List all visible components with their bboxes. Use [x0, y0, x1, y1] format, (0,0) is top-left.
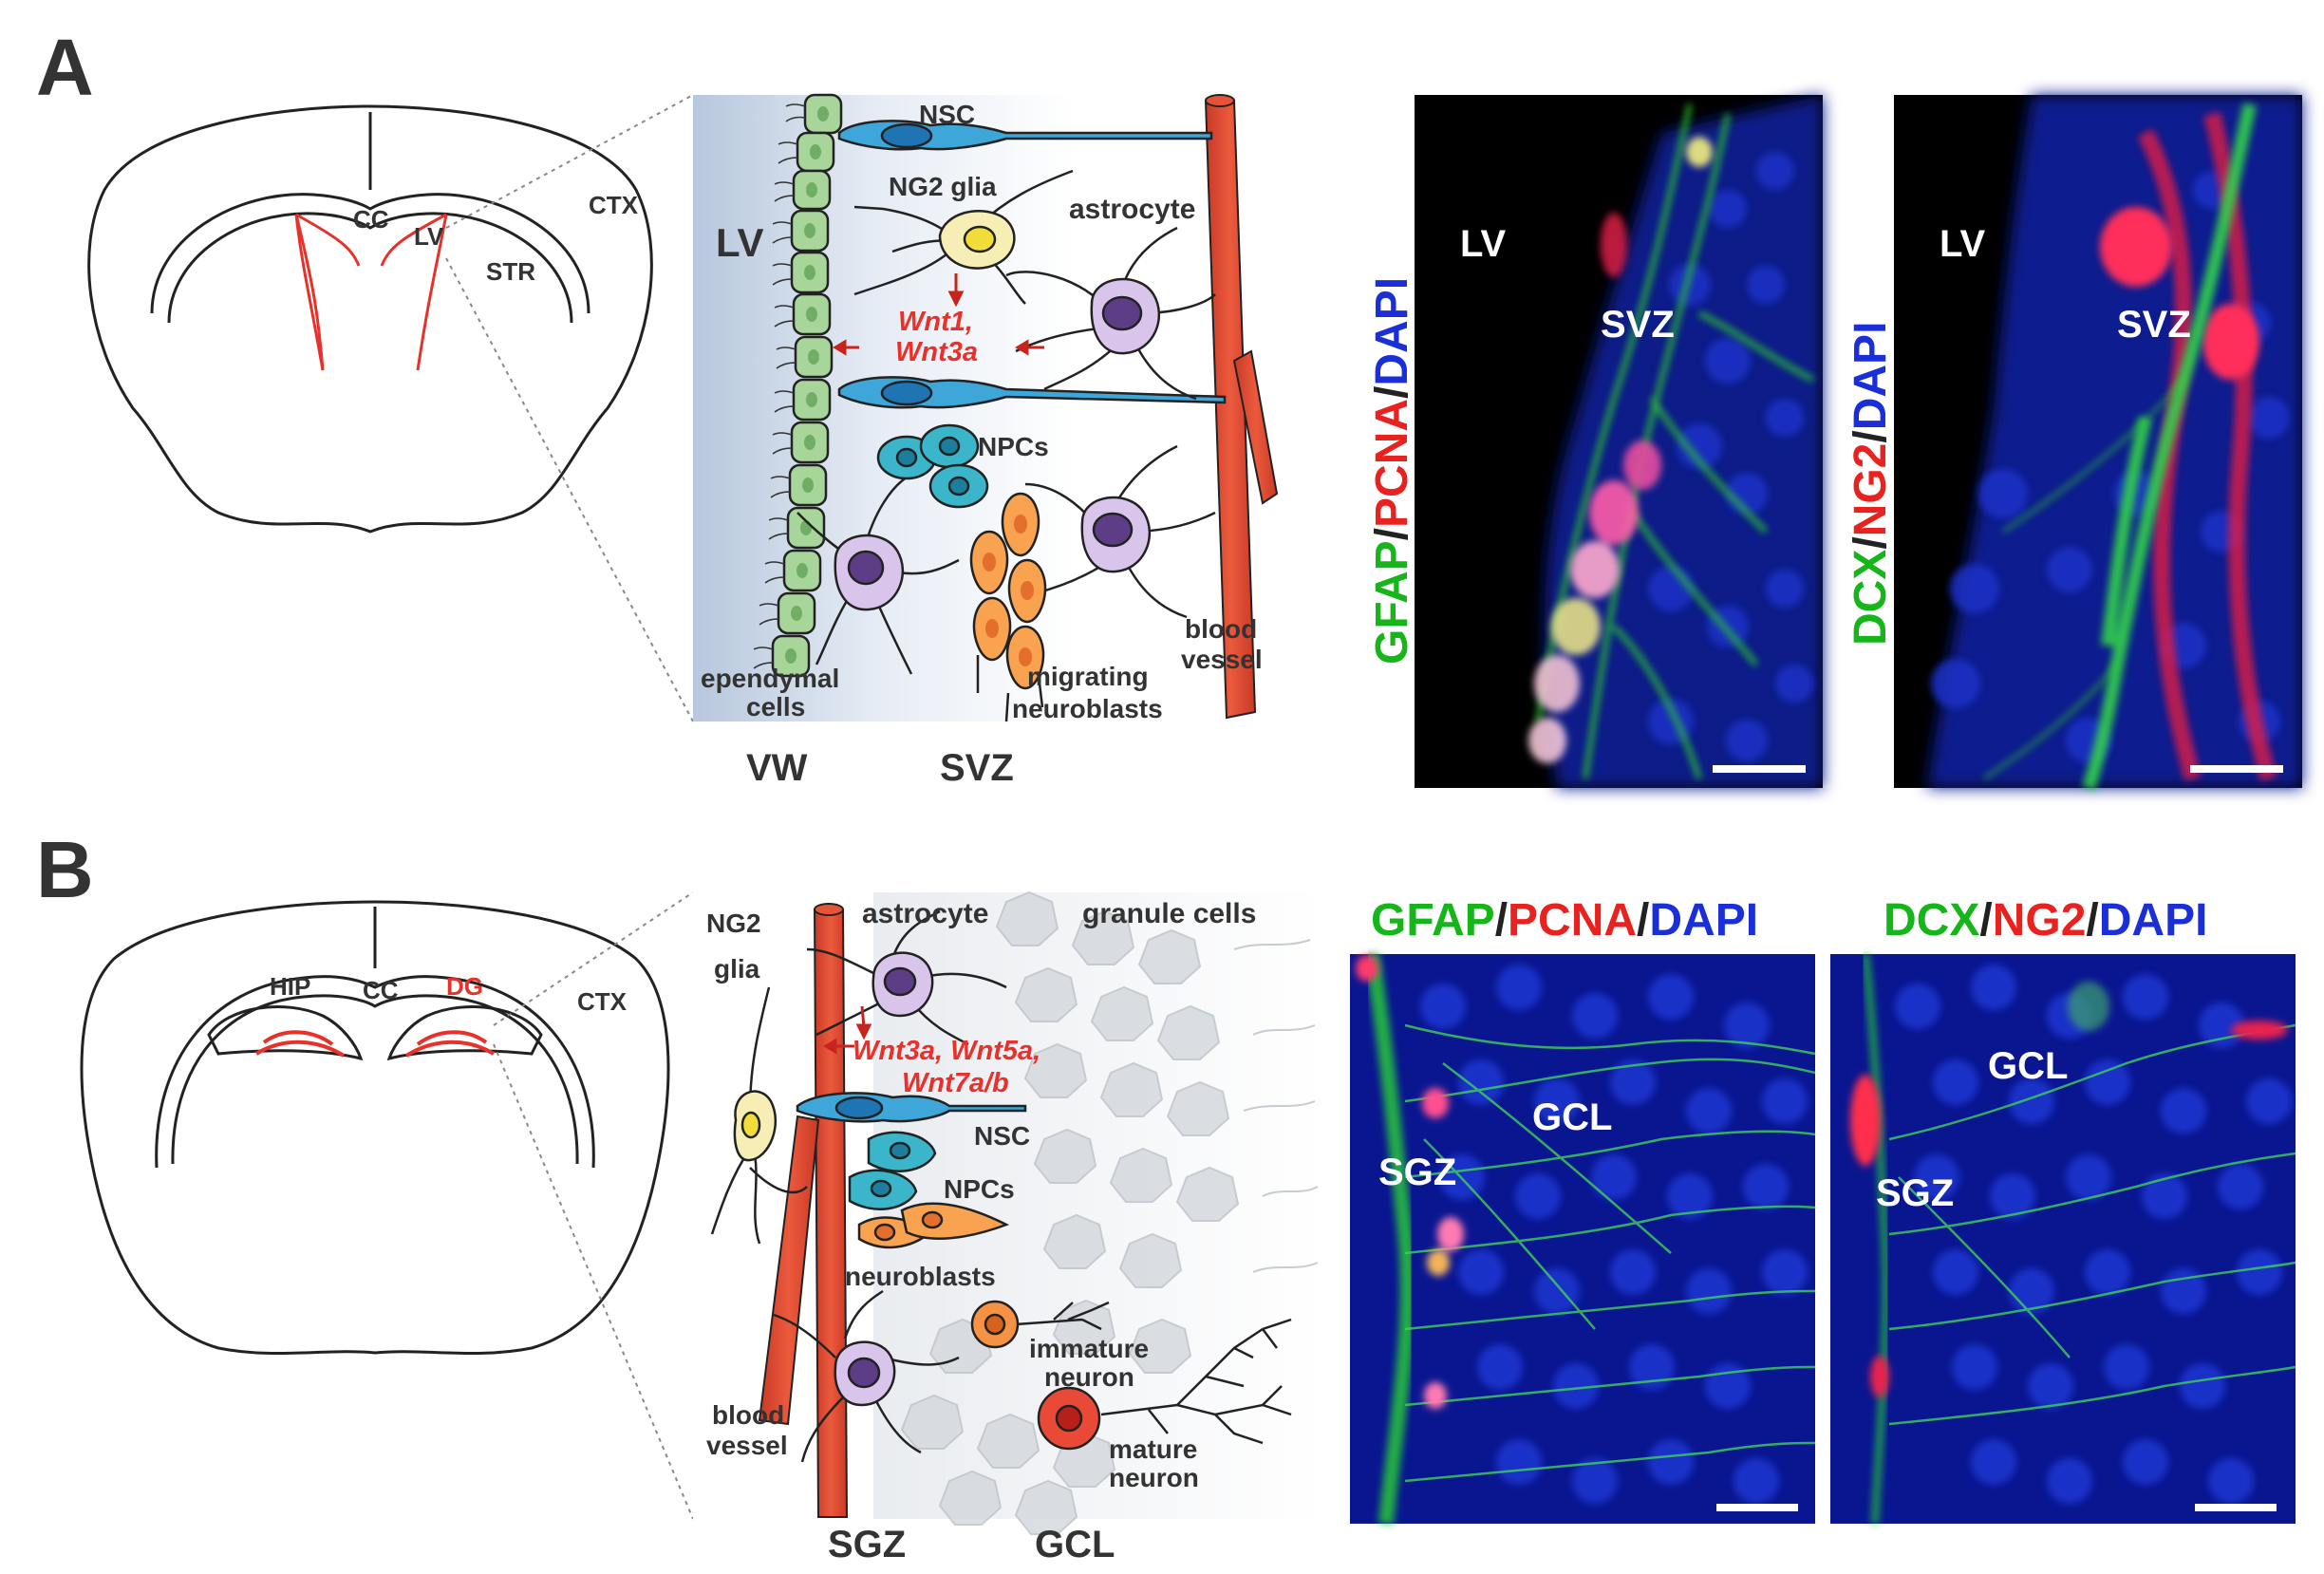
- scale-bar-a2: [2190, 765, 2283, 773]
- brain-b-hip-label: HIP: [270, 972, 310, 1001]
- zoom-lines-a: [445, 94, 694, 722]
- stain-slash: /: [1979, 895, 1992, 946]
- wnt-label-b-line2: Wnt7a/b: [902, 1068, 1009, 1098]
- micro-b1-gcl-label: GCL: [1532, 1096, 1612, 1138]
- stain-slash: /: [1495, 895, 1508, 946]
- micro-b2-sgz-label: SGZ: [1876, 1172, 1954, 1214]
- ng2-label-b-line2: glia: [714, 954, 760, 984]
- wnt-label-a-line2: Wnt3a: [895, 337, 978, 367]
- gcl-label-schematic: GCL: [1035, 1524, 1115, 1565]
- wnt-label-a-line1: Wnt1,: [898, 307, 973, 337]
- scale-bar-b2: [2195, 1504, 2277, 1511]
- stain-dapi: DAPI: [1649, 895, 1758, 946]
- brain-a-ctx-label: CTX: [589, 191, 639, 219]
- stain-dapi: DAPI: [2099, 895, 2208, 946]
- astrocyte-label-a: astrocyte: [1069, 194, 1195, 225]
- nsc-label-a: NSC: [919, 100, 975, 129]
- stain-pcna: PCNA: [1508, 895, 1637, 946]
- micro-a1-svz-label: SVZ: [1601, 304, 1675, 346]
- blood-vessel-label-a-line1: blood: [1185, 614, 1257, 644]
- micro-a2-stain-label: DCX/NG2/DAPI: [1846, 322, 1896, 646]
- brain-section-b: [80, 900, 670, 1356]
- stain-gfap: GFAP: [1371, 895, 1495, 946]
- stain-slash: /: [1846, 430, 1896, 442]
- panel-b-letter: B: [36, 825, 94, 914]
- svz-schematic: [693, 93, 1279, 722]
- migrating-label-line2: neuroblasts: [1012, 694, 1163, 723]
- micrograph-a-gfap-pcna: [1415, 95, 1823, 788]
- micro-a2-lv-label: LV: [1940, 223, 1985, 265]
- granule-cells-label: granule cells: [1082, 898, 1256, 929]
- stain-dapi: DAPI: [1367, 277, 1417, 386]
- micrograph-a-dcx-ng2: [1894, 95, 2302, 791]
- vw-label: VW: [746, 747, 808, 789]
- stain-slash: /: [1367, 386, 1417, 399]
- stain-dcx: DCX: [1884, 895, 1979, 946]
- panel-a-letter: A: [36, 23, 94, 112]
- migrating-label-line1: migrating: [1027, 662, 1149, 691]
- sgz-schematic: [693, 890, 1320, 1535]
- micro-b2-gcl-label: GCL: [1988, 1045, 2068, 1087]
- micro-a2-svz-label: SVZ: [2117, 304, 2191, 346]
- stain-slash: /: [1846, 536, 1896, 549]
- brain-b-dg-label: DG: [446, 972, 483, 1001]
- ng2-label-b-line1: NG2: [706, 909, 761, 938]
- wnt-label-b-line1: Wnt3a, Wnt5a,: [853, 1036, 1040, 1066]
- micro-a1-lv-label: LV: [1460, 223, 1506, 265]
- blood-vessel-label-b-line1: blood: [712, 1400, 784, 1430]
- micrograph-b-gfap-pcna: [1350, 952, 1816, 1525]
- astrocyte-label-b: astrocyte: [862, 898, 988, 929]
- npcs-label-b: NPCs: [944, 1174, 1015, 1204]
- stain-ng2: NG2: [1993, 895, 2087, 946]
- ependymal-label-line1: ependymal: [701, 664, 839, 693]
- brain-a-cc-label: CC: [353, 205, 389, 234]
- zoom-lines-b: [493, 891, 694, 1520]
- schematic-a-lv-label: LV: [716, 220, 764, 265]
- stain-slash: /: [1637, 895, 1649, 946]
- mature-label-line1: mature: [1109, 1434, 1197, 1464]
- brain-section-a: [87, 104, 653, 534]
- brain-a-str-label: STR: [486, 257, 535, 286]
- blood-vessel-label-b-line2: vessel: [706, 1431, 788, 1460]
- brain-a-lv-label: LV: [414, 222, 444, 251]
- svz-label: SVZ: [940, 747, 1014, 789]
- micro-b2-stain-label: DCX/NG2/DAPI: [1884, 895, 2207, 946]
- immature-label-line1: immature: [1029, 1334, 1149, 1363]
- scale-bar-a1: [1713, 765, 1806, 773]
- micro-a1-stain-label: GFAP/PCNA/DAPI: [1367, 277, 1417, 665]
- stain-gfap: GFAP: [1367, 540, 1417, 665]
- ng2-glia-label-a: NG2 glia: [889, 172, 997, 201]
- micro-b1-stain-label: GFAP/PCNA/DAPI: [1371, 895, 1758, 946]
- npcs-label-a: NPCs: [978, 432, 1049, 461]
- stain-slash: /: [2086, 895, 2098, 946]
- blood-vessel-label-a-line2: vessel: [1181, 645, 1263, 674]
- dentate-gyrus-b: [254, 1030, 496, 1058]
- nsc-label-b: NSC: [974, 1121, 1030, 1151]
- sgz-label-schematic: SGZ: [828, 1524, 906, 1565]
- ependymal-label-line2: cells: [746, 692, 805, 721]
- ventricle-walls-a: [294, 213, 448, 371]
- stain-slash: /: [1367, 528, 1417, 540]
- stain-pcna: PCNA: [1367, 399, 1417, 528]
- brain-b-cc-label: CC: [363, 976, 399, 1004]
- micrograph-b-dcx-ng2: [1830, 953, 2296, 1525]
- mature-label-line2: neuron: [1109, 1463, 1199, 1492]
- brain-b-ctx-label: CTX: [577, 987, 628, 1016]
- neuroblasts-label-b: neuroblasts: [845, 1262, 996, 1291]
- stain-dcx: DCX: [1846, 550, 1896, 646]
- immature-label-line2: neuron: [1044, 1362, 1134, 1392]
- stain-ng2: NG2: [1846, 443, 1896, 537]
- scale-bar-b1: [1716, 1504, 1798, 1511]
- stain-dapi: DAPI: [1846, 322, 1896, 431]
- micro-b1-sgz-label: SGZ: [1378, 1152, 1456, 1193]
